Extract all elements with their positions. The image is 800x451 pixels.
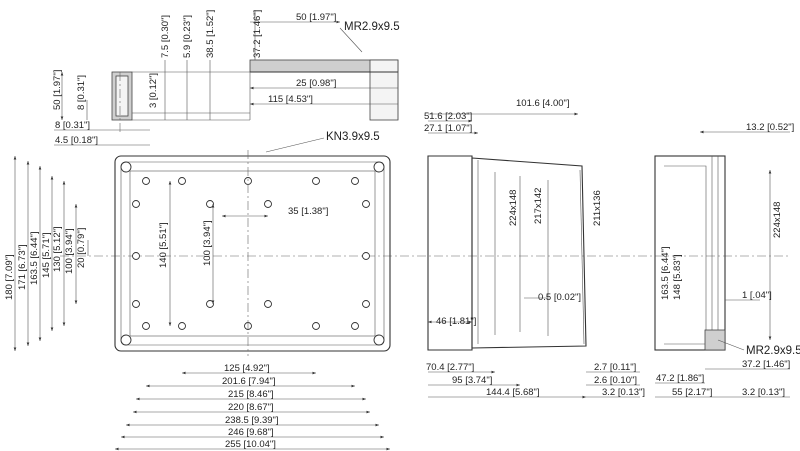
dim-100: 100 [3.94"] (64, 228, 75, 274)
screw-label-front: KN3.9x9.5 (326, 131, 380, 143)
dim-46: 46 [1.81"] (436, 316, 476, 327)
dim-50-vertical: 50 [1.97"] (52, 70, 63, 110)
dim-51-6: 51.6 [2.03"] (424, 111, 472, 122)
dim-50: 50 [1.97"] (296, 12, 336, 23)
corner-screw-icon (120, 161, 132, 173)
dim-8-horizontal: 8 [0.31"] (55, 120, 90, 131)
dim-4-5: 4.5 [0.18"] (55, 135, 98, 146)
dim-5-9: 5.9 [0.23"] (182, 15, 193, 58)
dim-180: 180 [7.09"] (4, 254, 15, 300)
corner-screw-icon (373, 334, 385, 346)
dim-55: 55 [2.17"] (672, 387, 712, 398)
dim-101-6: 101.6 [4.00"] (516, 98, 570, 109)
dim-70-4: 70.4 [2.77"] (426, 362, 474, 373)
dim-100-inner: 100 [3.94"] (202, 220, 213, 266)
dim-217x142: 217x142 (533, 188, 544, 224)
corner-screw-icon (120, 334, 132, 346)
dim-2-6: 2.6 [0.10"] (594, 375, 637, 386)
dim-0-5: 0.5 [0.02"] (538, 292, 581, 303)
dim-38-5: 38.5 [1.52"] (205, 10, 216, 58)
dim-171: 171 [6.73"] (17, 244, 28, 290)
dim-2-7: 2.7 [0.11"] (594, 362, 636, 373)
dim-163-5: 163.5 [6.44"] (29, 231, 40, 285)
dim-13-2: 13.2 [0.52"] (746, 122, 794, 133)
dim-3-2-side: 3.2 [0.13"] (602, 387, 645, 398)
dim-27-1: 27.1 [1.07"] (424, 123, 472, 134)
lid-profile (427, 155, 473, 351)
base-profile (471, 157, 587, 349)
end-outline (654, 155, 726, 351)
end-view: 13.2 [0.52"] 224x148 163.5 [6.44"] 148 [… (654, 122, 800, 398)
dim-95: 95 [3.74"] (452, 375, 492, 386)
dim-8-vertical: 8 [0.31"] (76, 75, 87, 110)
dim-3-2-end: 3.2 [0.13"] (742, 387, 785, 398)
dim-125: 125 [4.92"] (224, 363, 270, 374)
dim-37-2-end: 37.2 [1.46"] (742, 359, 790, 370)
dim-20: 20 [0.79"] (76, 228, 87, 268)
dim-7-5: 7.5 [0.30"] (160, 15, 171, 58)
dim-115: 115 [4.53"] (268, 94, 313, 105)
dim-201-6: 201.6 [7.94"] (222, 376, 276, 387)
top-view: 50 [1.97"] MR2.9x9.5 37.2 [1.46"] 38.5 [… (52, 10, 400, 146)
enclosure-outline (114, 155, 391, 352)
dim-238-5: 238.5 [9.39"] (225, 415, 279, 426)
corner-screw-icon (373, 161, 385, 173)
screw-label-top: MR2.9x9.5 (344, 21, 400, 33)
screw-label-end: MR2.9x9.5 (746, 345, 800, 357)
dim-224x148-end: 224x148 (772, 202, 783, 238)
dim-37-2: 37.2 [1.46"] (252, 10, 263, 58)
dim-148-end: 148 [5.83"] (672, 254, 683, 300)
dim-140: 140 [5.51"] (158, 222, 169, 268)
dim-145: 145 [5.71"] (41, 232, 52, 278)
dim-47-2: 47.2 [1.86"] (656, 373, 704, 384)
dim-1: 1 [.04"] (742, 290, 772, 301)
dim-246: 246 [9.68"] (228, 427, 274, 438)
dim-220: 220 [8.67"] (228, 402, 274, 413)
dim-25: 25 [0.98"] (296, 78, 336, 89)
dim-35: 35 [1.38"] (288, 206, 328, 217)
dim-163-5-end: 163.5 [6.44"] (660, 246, 671, 300)
front-view: KN3.9x9.5 180 [7.09"] 171 [6.73"] 163.5 … (4, 131, 391, 451)
dim-224x148-side: 224x148 (508, 190, 519, 226)
mounting-bosses (132, 177, 370, 330)
dim-255: 255 [10.04"] (225, 439, 276, 450)
dim-211x136: 211x136 (592, 190, 603, 226)
dim-215: 215 [8.46"] (228, 389, 274, 400)
dim-3-vertical: 3 [0.12"] (148, 73, 159, 108)
dim-144-4: 144.4 [5.68"] (486, 387, 540, 398)
side-view: 101.6 [4.00"] 51.6 [2.03"] 27.1 [1.07"] … (424, 98, 645, 399)
dim-130: 130 [5.12"] (52, 226, 63, 272)
